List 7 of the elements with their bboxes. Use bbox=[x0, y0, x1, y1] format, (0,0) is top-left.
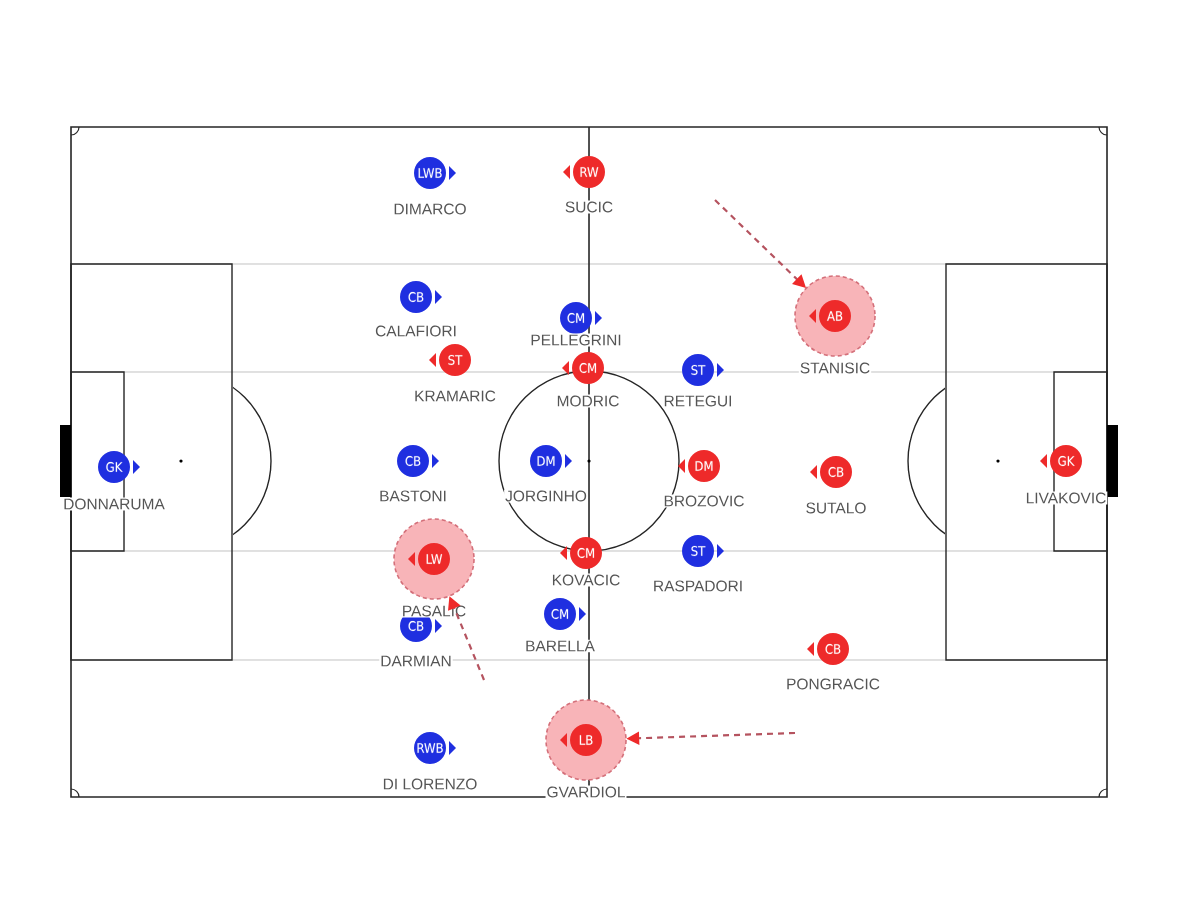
player-name: DI LORENZO bbox=[381, 777, 479, 791]
player-name: LIVAKOVIC bbox=[1024, 491, 1108, 505]
player-name: SUCIC bbox=[563, 200, 615, 214]
player-name: GVARDIOL bbox=[545, 785, 627, 799]
player-name: PONGRACIC bbox=[785, 677, 881, 691]
player-name: DIMARCO bbox=[392, 202, 468, 216]
player-name: DONNARUMA bbox=[62, 497, 166, 511]
